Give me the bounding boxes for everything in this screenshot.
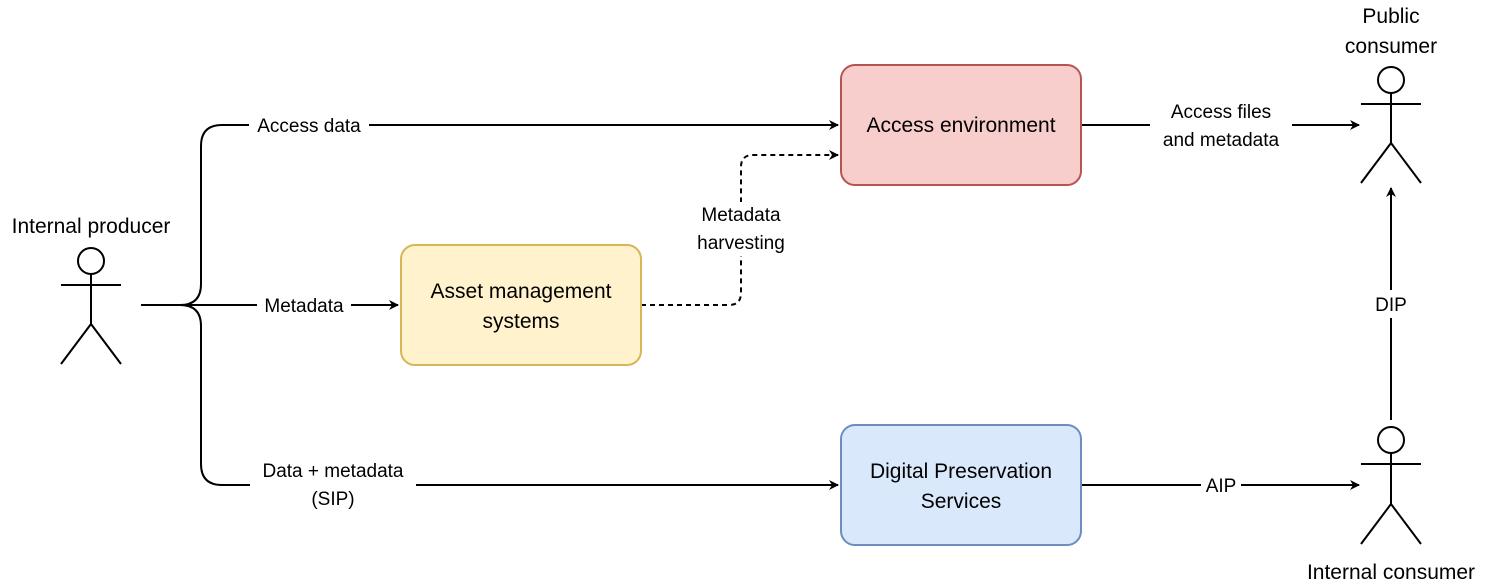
digital-preservation-label-line1: Digital Preservation — [870, 460, 1052, 483]
metadata-label: Metadata — [264, 296, 344, 317]
access-files-label-line1: Access files — [1171, 102, 1271, 123]
dip-label-bg — [1370, 290, 1412, 318]
sip-label-bg — [250, 458, 416, 514]
harvesting-label-line1: Metadata — [701, 205, 781, 226]
internal-producer-actor[interactable] — [60, 247, 122, 365]
sip-label-line1: Data + metadata — [262, 461, 403, 482]
internal-consumer-label: Internal consumer — [1307, 561, 1475, 584]
access-files-label-bg — [1150, 99, 1292, 153]
dip-label: DIP — [1375, 295, 1407, 316]
asset-management-box[interactable] — [400, 244, 642, 366]
internal-consumer-actor[interactable] — [1360, 426, 1422, 545]
harvesting-label-bg — [688, 202, 794, 256]
public-consumer-label-line1: Public — [1362, 5, 1419, 28]
harvesting-label-line2: harvesting — [697, 233, 785, 254]
asset-management-label-line1: Asset management — [431, 280, 612, 303]
edge-sip — [141, 304, 839, 490]
digital-preservation-label-line2: Services — [921, 490, 1002, 513]
aip-label: AIP — [1206, 476, 1237, 497]
asset-management-label-line2: systems — [482, 310, 559, 333]
access-environment-box[interactable] — [840, 64, 1082, 186]
public-consumer-actor[interactable] — [1360, 66, 1422, 184]
aip-label-bg — [1201, 473, 1241, 497]
access-files-label-line2: and metadata — [1163, 130, 1280, 151]
access-data-label-bg — [249, 113, 369, 137]
access-environment-label: Access environment — [866, 114, 1055, 137]
access-data-label: Access data — [257, 116, 361, 137]
public-consumer-label-line2: consumer — [1345, 35, 1437, 58]
internal-producer-label: Internal producer — [12, 215, 171, 238]
edge-metadata-harvesting — [641, 150, 839, 306]
sip-label-line2: (SIP) — [311, 489, 354, 510]
edge-access-data — [141, 120, 839, 306]
digital-preservation-box[interactable] — [840, 424, 1082, 546]
metadata-label-bg — [257, 293, 351, 317]
